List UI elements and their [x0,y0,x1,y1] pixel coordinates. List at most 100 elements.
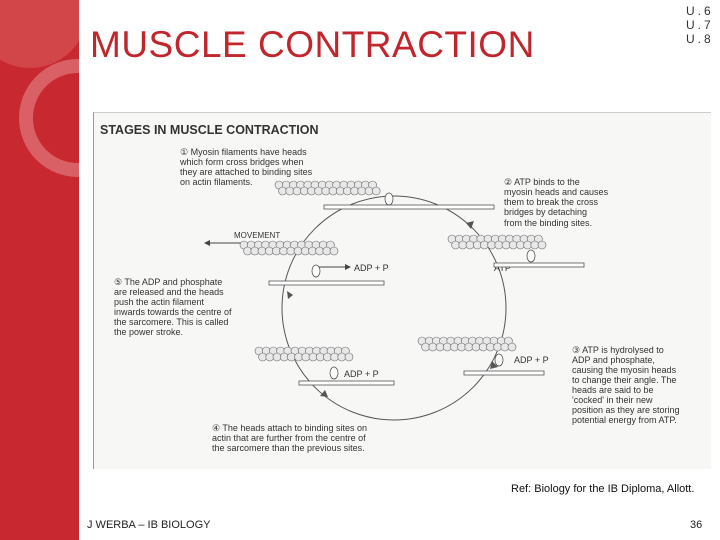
unit-codes: U.6 U.7 U.8 [686,4,714,46]
actin-bead [323,352,332,362]
actin-bead [335,186,345,196]
stage3-line: ADP and phosphate, [572,355,655,365]
actin-bead [294,352,303,362]
actin-bead [508,240,518,250]
unit-code: U.6 [686,4,714,18]
actin-bead [464,342,474,352]
movement-arrowhead [204,240,210,246]
actin-bead [471,342,481,352]
actin-bead [337,352,347,362]
actin-bead [516,240,525,250]
slide-title: MUSCLE CONTRACTION [90,24,535,65]
stage5-line: the sarcomere. This is called [114,317,228,327]
stage5-line: ⑤ The ADP and phosphate [114,277,222,287]
page-number: 36 [690,519,703,531]
actin-bead [322,246,332,256]
actin-bead [501,240,511,250]
diagram-canvas: STAGES IN MUSCLE CONTRACTION ① Myosin fi… [100,123,680,453]
stage4-line: actin that are further from the centre o… [212,433,366,443]
actin-bead [287,352,296,362]
actin-bead [480,240,489,250]
adp-p-lower-left-label: ADP + P [344,369,379,379]
actin-bead [486,342,495,352]
actin-bead [329,246,339,256]
actin-bead [442,342,452,352]
stage1-line: they are attached to binding sites [180,167,313,177]
actin-bead [428,342,438,352]
stage2-line: them to break the cross [504,197,599,207]
actin-bead [307,186,316,196]
decorative-circles [0,0,79,540]
stage1-line: which form cross bridges when [179,157,304,167]
stage3-line: position as they are storing [572,405,680,415]
actin-bead [308,352,318,362]
actin-bead [500,342,510,352]
actin-bead [458,240,468,250]
stage2-line: myosin heads and causes [504,187,609,197]
cycle-loop [281,195,507,421]
actin-bead [292,186,302,196]
actin-bead [357,186,367,196]
actin-bead [258,352,267,362]
myosin-filament [323,204,495,210]
actin-bead [278,186,287,196]
actin-bead [279,246,288,256]
actin-bead [343,186,352,196]
actin-bead [308,246,317,256]
adp-p-lower-right-label: ADP + P [514,355,549,365]
actin-bead [364,186,374,196]
actin-bead [435,342,445,352]
muscle-contraction-diagram: STAGES IN MUSCLE CONTRACTION ① Myosin fi… [93,112,711,469]
stage3-text: ③ ATP is hydrolysed to ADP and phosphate… [572,345,680,425]
atp-label: ATP [494,263,511,273]
actin-bead [371,186,381,196]
stage2-line: ② ATP binds to the [504,177,580,187]
actin-bead [279,352,289,362]
actin-bead [487,240,496,250]
stage4-line: ④ The heads attach to binding sites on [212,423,367,433]
actin-bead [293,246,303,256]
myosin-head [384,192,394,206]
actin-bead [264,246,274,256]
actin-bead [472,240,482,250]
stage5-line: inwards towards the centre of [114,307,232,317]
actin-bead [450,342,459,352]
stage1-line: on actin filaments. [180,177,253,187]
actin-bead [315,246,324,256]
actin-bead [537,240,547,250]
stage3-line: causing the myosin heads [572,365,677,375]
actin-bead [451,240,460,250]
myosin-filament [298,380,395,386]
actin-bead [243,246,252,256]
stage5-text: ⑤ The ADP and phosphate are released and… [114,277,232,337]
cycle-arrow [287,291,293,299]
myosin-filament [493,262,585,268]
filament-illustrations [239,180,585,386]
actin-bead [321,186,331,196]
myosin-head [494,353,504,367]
actin-bead [257,246,267,256]
diagram-heading: STAGES IN MUSCLE CONTRACTION [100,123,319,137]
stage4-line: the sarcomere than the previous sites. [212,443,365,453]
stage1-text: ① Myosin filaments have heads which form… [179,147,313,187]
stage5-line: the power stroke. [114,327,183,337]
actin-bead [328,186,338,196]
actin-bead [301,352,311,362]
actin-bead [523,240,532,250]
actin-bead [478,342,488,352]
adp-p-left-label: ADP + P [354,263,389,273]
cycle-arrow [466,221,474,229]
actin-bead [272,352,282,362]
stage2-line: bridges by detaching [504,207,587,217]
stage5-line: are released and the heads [114,287,224,297]
stage3-line: 'cocked' in their new [572,395,653,405]
footer-author: J WERBA – IB BIOLOGY [87,519,211,531]
sidebar-accent [0,0,79,540]
myosin-head [311,264,321,278]
actin-bead [421,342,430,352]
actin-bead [272,246,281,256]
actin-bead [250,246,260,256]
actin-bead [507,342,517,352]
actin-bead [265,352,275,362]
actin-bead [314,186,323,196]
